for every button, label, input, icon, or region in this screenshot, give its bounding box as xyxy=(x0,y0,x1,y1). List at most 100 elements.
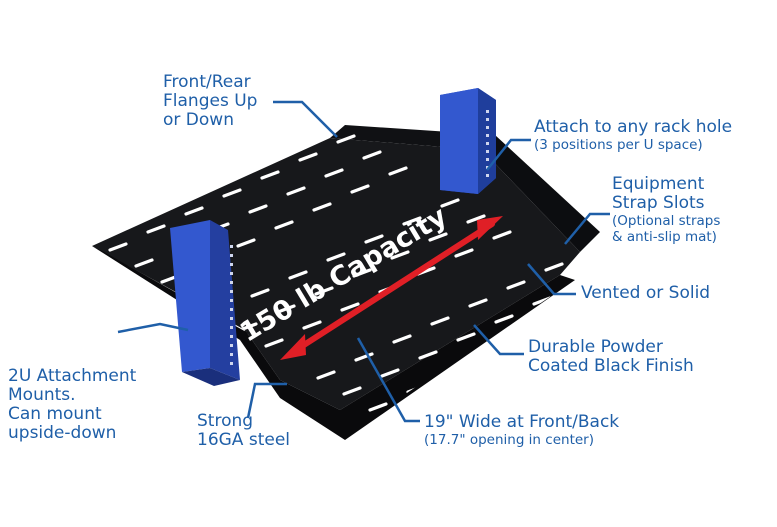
leader-finish xyxy=(473,324,524,356)
vent-slot xyxy=(466,214,486,224)
upright-hole xyxy=(230,245,233,248)
vent-slot xyxy=(388,166,408,176)
front-upright-face xyxy=(170,220,210,372)
vent-slot xyxy=(454,248,474,258)
vent-slot xyxy=(544,262,564,272)
front-upright-side xyxy=(210,220,240,380)
vent-slot xyxy=(534,380,554,390)
upright-hole xyxy=(486,110,489,113)
vent-slot xyxy=(222,188,242,198)
vent-slot xyxy=(506,280,526,290)
vent-slot xyxy=(248,204,268,214)
vent-slot xyxy=(316,370,336,380)
vent-slot xyxy=(260,170,280,180)
vent-slot xyxy=(354,352,374,362)
vent-slot xyxy=(492,230,512,240)
upright-hole xyxy=(486,150,489,153)
vent-slot xyxy=(468,298,488,308)
vent-slot xyxy=(134,258,154,268)
vent-slot xyxy=(146,224,166,234)
vent-slot xyxy=(314,286,334,296)
vent-slot xyxy=(350,184,370,194)
upright-hole xyxy=(230,254,233,257)
vent-slot xyxy=(390,250,410,260)
callout-vented: Vented or Solid xyxy=(581,284,710,303)
callout-attachment: 2U Attachment Mounts. Can mount upside-d… xyxy=(8,367,136,443)
callout-flanges-line-3: or Down xyxy=(163,110,234,130)
vent-slot xyxy=(444,366,464,376)
upright-hole xyxy=(230,317,233,320)
callout-finish: Durable Powder Coated Black Finish xyxy=(528,338,694,376)
vent-slot xyxy=(496,398,516,408)
vent-slot xyxy=(340,302,360,312)
vent-slot xyxy=(368,402,388,412)
vent-slot xyxy=(276,304,296,314)
callout-attachment-line-1: 2U Attachment xyxy=(8,366,137,386)
callout-flanges: Front/Rear Flanges Up or Down xyxy=(163,73,257,130)
vent-slot xyxy=(560,396,580,406)
upright-hole xyxy=(230,326,233,329)
upright-hole xyxy=(230,272,233,275)
vent-slot xyxy=(456,332,476,342)
vent-slot xyxy=(392,334,412,344)
callout-vented-line-1: Vented or Solid xyxy=(581,283,711,303)
upright-hole xyxy=(230,263,233,266)
vent-slot xyxy=(184,206,204,216)
front-upright xyxy=(170,220,240,386)
upright-hole xyxy=(230,290,233,293)
rear-upright-face xyxy=(440,88,478,194)
front-flange xyxy=(240,275,575,440)
vent-slot xyxy=(440,198,460,208)
callout-flanges-line-1: Front/Rear xyxy=(163,72,251,92)
leader-flanges xyxy=(273,100,338,138)
upright-hole xyxy=(230,308,233,311)
leader-strap-slots xyxy=(564,212,610,245)
vent-slot xyxy=(428,232,448,242)
callout-attachment-line-2: Mounts. xyxy=(8,385,76,405)
vent-slot xyxy=(448,452,464,458)
vent-slot xyxy=(362,150,382,160)
leader-width xyxy=(356,337,420,423)
vent-slot xyxy=(474,468,490,474)
callout-finish-line-1: Durable Powder xyxy=(528,337,663,357)
leader-vented xyxy=(527,263,576,296)
vent-slot xyxy=(324,168,344,178)
capacity-arrow xyxy=(280,216,503,360)
upright-hole xyxy=(486,142,489,145)
upright-hole xyxy=(486,134,489,137)
upright-hole xyxy=(486,126,489,129)
vent-slot xyxy=(558,312,578,322)
callout-attachment-line-3: Can mount xyxy=(8,404,102,424)
vent-slot xyxy=(274,220,294,230)
vent-slot xyxy=(108,242,128,252)
callout-finish-line-2: Coated Black Finish xyxy=(528,356,694,376)
vent-slot xyxy=(298,152,318,162)
vent-slot xyxy=(302,320,322,330)
callout-width: 19" Wide at Front/Back (17.7" opening in… xyxy=(424,413,619,449)
upright-hole xyxy=(230,353,233,356)
front-upright-base xyxy=(182,368,240,386)
upright-hole xyxy=(230,335,233,338)
rear-upright xyxy=(440,88,496,194)
vent-slot xyxy=(352,268,372,278)
vent-slot xyxy=(402,216,422,226)
upright-hole xyxy=(486,158,489,161)
vent-slot xyxy=(418,350,438,360)
vent-slot xyxy=(512,450,528,456)
upright-hole xyxy=(230,299,233,302)
arrow-head-right xyxy=(477,216,503,240)
vent-slot xyxy=(664,378,680,384)
vent-slot xyxy=(494,314,514,324)
vent-slot xyxy=(364,234,384,244)
vent-slot xyxy=(430,316,450,326)
vent-slot xyxy=(236,238,256,248)
callout-strap-slots: Equipment Strap Slots (Optional straps &… xyxy=(612,175,720,246)
vent-slot xyxy=(342,386,362,396)
upright-hole xyxy=(486,118,489,121)
callout-strap-slots-line-2: Strap Slots xyxy=(612,193,705,213)
callout-steel-line-1: Strong xyxy=(197,411,254,431)
upright-hole xyxy=(230,362,233,365)
callout-rack-hole: Attach to any rack hole (3 positions per… xyxy=(534,118,732,154)
